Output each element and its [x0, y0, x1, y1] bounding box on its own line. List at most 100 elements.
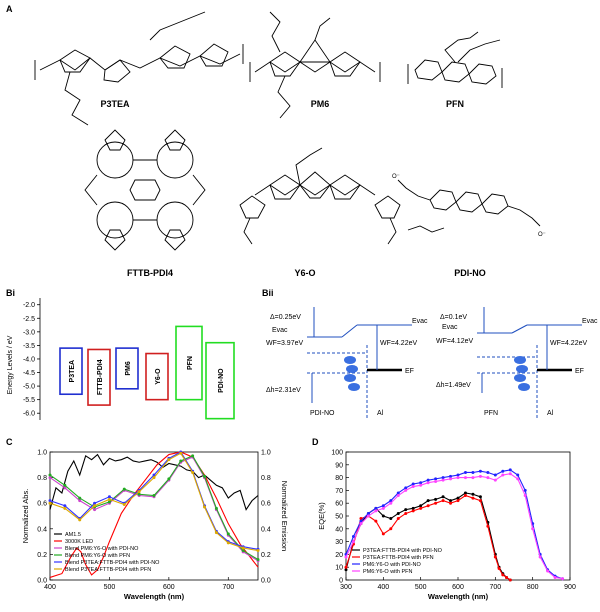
- energy-tick-label: -2.0: [23, 302, 35, 309]
- data-point: [508, 578, 512, 582]
- x-axis-label: Wavelength (nm): [428, 592, 489, 601]
- data-point: [426, 478, 430, 482]
- y-tick-label: 10: [335, 565, 343, 572]
- band-diagrams: Evac Evac Δ=0.25eV WF=3.97eV WF=4.22eV Δ…: [266, 307, 598, 420]
- x-tick-label: 800: [527, 584, 539, 591]
- band2-dh: Δh=1.49eV: [436, 382, 471, 389]
- y-tick-label: 100: [331, 450, 343, 457]
- data-point: [359, 522, 363, 526]
- legend-entry: 3000K LED: [65, 539, 93, 545]
- data-point: [389, 527, 393, 531]
- pm6-structure: [249, 11, 381, 119]
- legend-entry: PM6:Y6-O with PFN: [363, 569, 413, 575]
- data-point: [48, 473, 52, 477]
- energy-bar-label: PFN: [187, 356, 194, 370]
- data-point: [404, 508, 408, 512]
- energy-tick-label: -6.0: [23, 411, 35, 418]
- x-tick-label: 300: [340, 584, 352, 591]
- data-point: [366, 514, 370, 518]
- data-point: [179, 459, 183, 463]
- legend-entry: Blend P3TEA:FTTB-PDI4 with PDI-NO: [65, 560, 160, 566]
- data-point: [471, 476, 475, 480]
- data-point: [434, 501, 438, 505]
- data-point: [351, 534, 355, 538]
- plot-frame: [49, 451, 259, 581]
- data-point: [449, 501, 453, 505]
- energy-level-diagram: Energy Levels / eV -2.0-2.5-3.0-3.5-4.0-…: [7, 298, 235, 420]
- data-point: [226, 541, 230, 545]
- data-point: [78, 499, 82, 503]
- data-point: [389, 499, 393, 503]
- y-tick-label: 1.0: [37, 450, 47, 457]
- data-point: [449, 499, 453, 503]
- data-point: [256, 549, 260, 553]
- data-point: [359, 519, 363, 523]
- energy-tick-label: -2.5: [23, 316, 35, 323]
- y2-tick-label: 0.8: [261, 475, 271, 482]
- energy-bar-fttb-pdi4: [87, 348, 111, 406]
- data-point: [191, 470, 195, 474]
- data-point: [553, 575, 557, 579]
- data-point: [434, 477, 438, 481]
- band-diagram-pfn: Evac Evac Δ=0.1eV WF=4.12eV WF=4.22eV Δh…: [436, 307, 598, 420]
- data-point: [523, 488, 527, 492]
- data-point: [48, 476, 52, 480]
- legend-entry: Blend PM6:Y6-O with PFN: [65, 553, 130, 559]
- y-tick-label: 0.2: [37, 552, 47, 559]
- y6-o-structure: [239, 147, 445, 245]
- data-point: [359, 517, 363, 521]
- data-point: [366, 511, 370, 515]
- y-tick-label: 0.8: [37, 475, 47, 482]
- data-point: [226, 532, 230, 536]
- energy-bar-pfn: [175, 325, 203, 401]
- y-tick-label: 0.4: [37, 526, 47, 533]
- series-line: [49, 452, 259, 552]
- data-point: [203, 505, 207, 509]
- data-point: [93, 504, 97, 508]
- data-point: [456, 496, 460, 500]
- y2-tick-label: 0.0: [261, 578, 271, 585]
- data-point: [463, 494, 467, 498]
- y-tick-label: 40: [335, 526, 343, 533]
- data-point: [137, 492, 141, 496]
- data-point: [471, 492, 475, 496]
- energy-tick-label: -5.0: [23, 384, 35, 391]
- data-point: [501, 573, 505, 577]
- y2-tick-label: 0.6: [261, 501, 271, 508]
- molecule-name-pm6: PM6: [310, 99, 330, 109]
- band1-evac-right: Evac: [412, 318, 428, 325]
- data-point: [456, 473, 460, 477]
- data-point: [478, 474, 482, 478]
- data-point: [441, 478, 445, 482]
- data-point: [63, 486, 67, 490]
- data-point: [493, 555, 497, 559]
- y2-tick-label: 1.0: [261, 450, 271, 457]
- fttb-pdi4-structure: [84, 129, 206, 251]
- data-point: [426, 481, 430, 485]
- energy-ylabel: Energy Levels / eV: [7, 335, 14, 394]
- data-point: [63, 483, 67, 487]
- energy-bar-label: PDI-NO: [218, 368, 225, 393]
- data-point: [497, 566, 501, 570]
- data-point: [456, 499, 460, 503]
- data-point: [463, 476, 467, 480]
- data-point: [63, 506, 67, 510]
- data-point: [463, 491, 467, 495]
- data-point: [78, 518, 82, 522]
- data-point: [516, 477, 520, 481]
- data-point: [48, 501, 52, 505]
- y-tick-label: 0.0: [37, 578, 47, 585]
- data-point: [419, 506, 423, 510]
- energy-bar-pm6: [115, 347, 139, 390]
- band1-left-label: PDI-NO: [310, 410, 335, 417]
- data-point: [434, 497, 438, 501]
- data-point: [344, 568, 348, 572]
- x-tick-label: 500: [415, 584, 427, 591]
- band1-delta: Δ=0.25eV: [270, 314, 301, 321]
- molecule-name-pdi-no: PDI-NO: [454, 268, 486, 278]
- energy-bar-label: PM6: [125, 361, 132, 376]
- data-point: [486, 524, 490, 528]
- data-point: [501, 473, 505, 477]
